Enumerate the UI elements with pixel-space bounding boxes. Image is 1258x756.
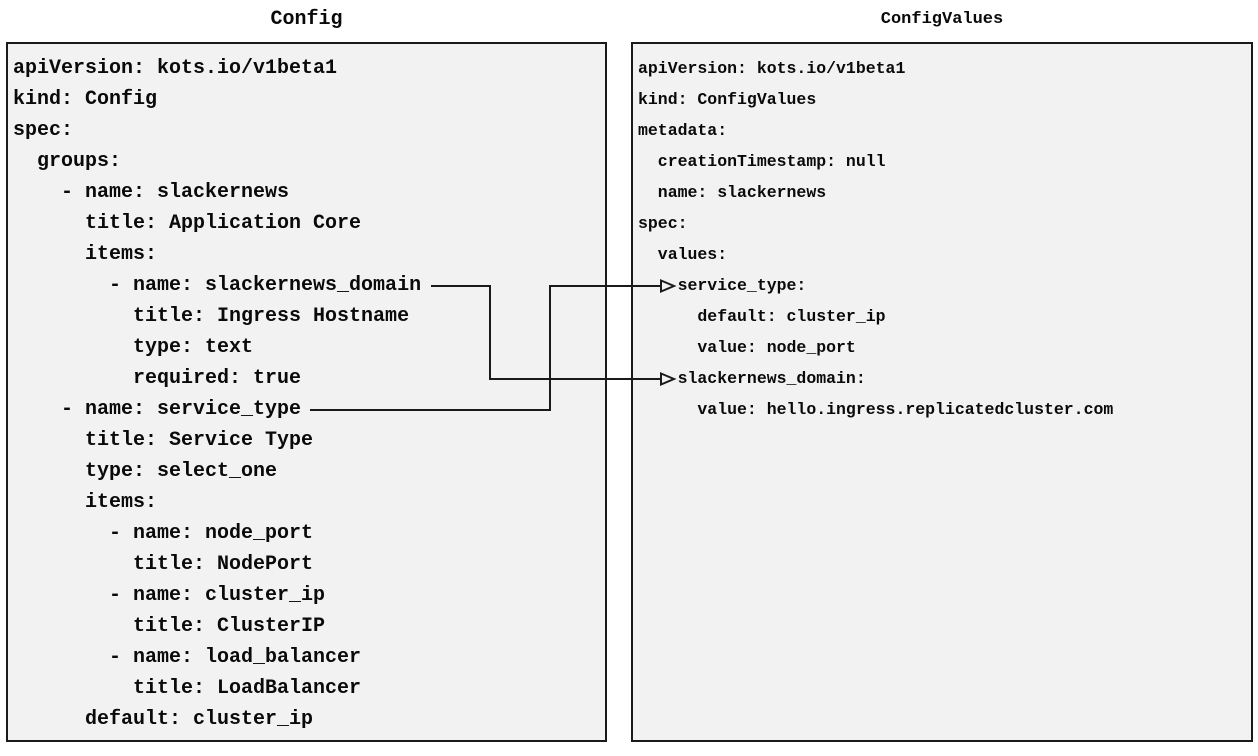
configvalues-panel-title: ConfigValues — [880, 10, 1004, 29]
configvalues-panel: apiVersion: kots.io/v1beta1 kind: Config… — [631, 42, 1253, 742]
config-panel-title: Config — [270, 8, 343, 31]
config-yaml-code: apiVersion: kots.io/v1beta1 kind: Config… — [13, 57, 422, 731]
configvalues-yaml-code: apiVersion: kots.io/v1beta1 kind: Config… — [638, 59, 1114, 419]
config-panel: apiVersion: kots.io/v1beta1 kind: Config… — [6, 42, 607, 742]
